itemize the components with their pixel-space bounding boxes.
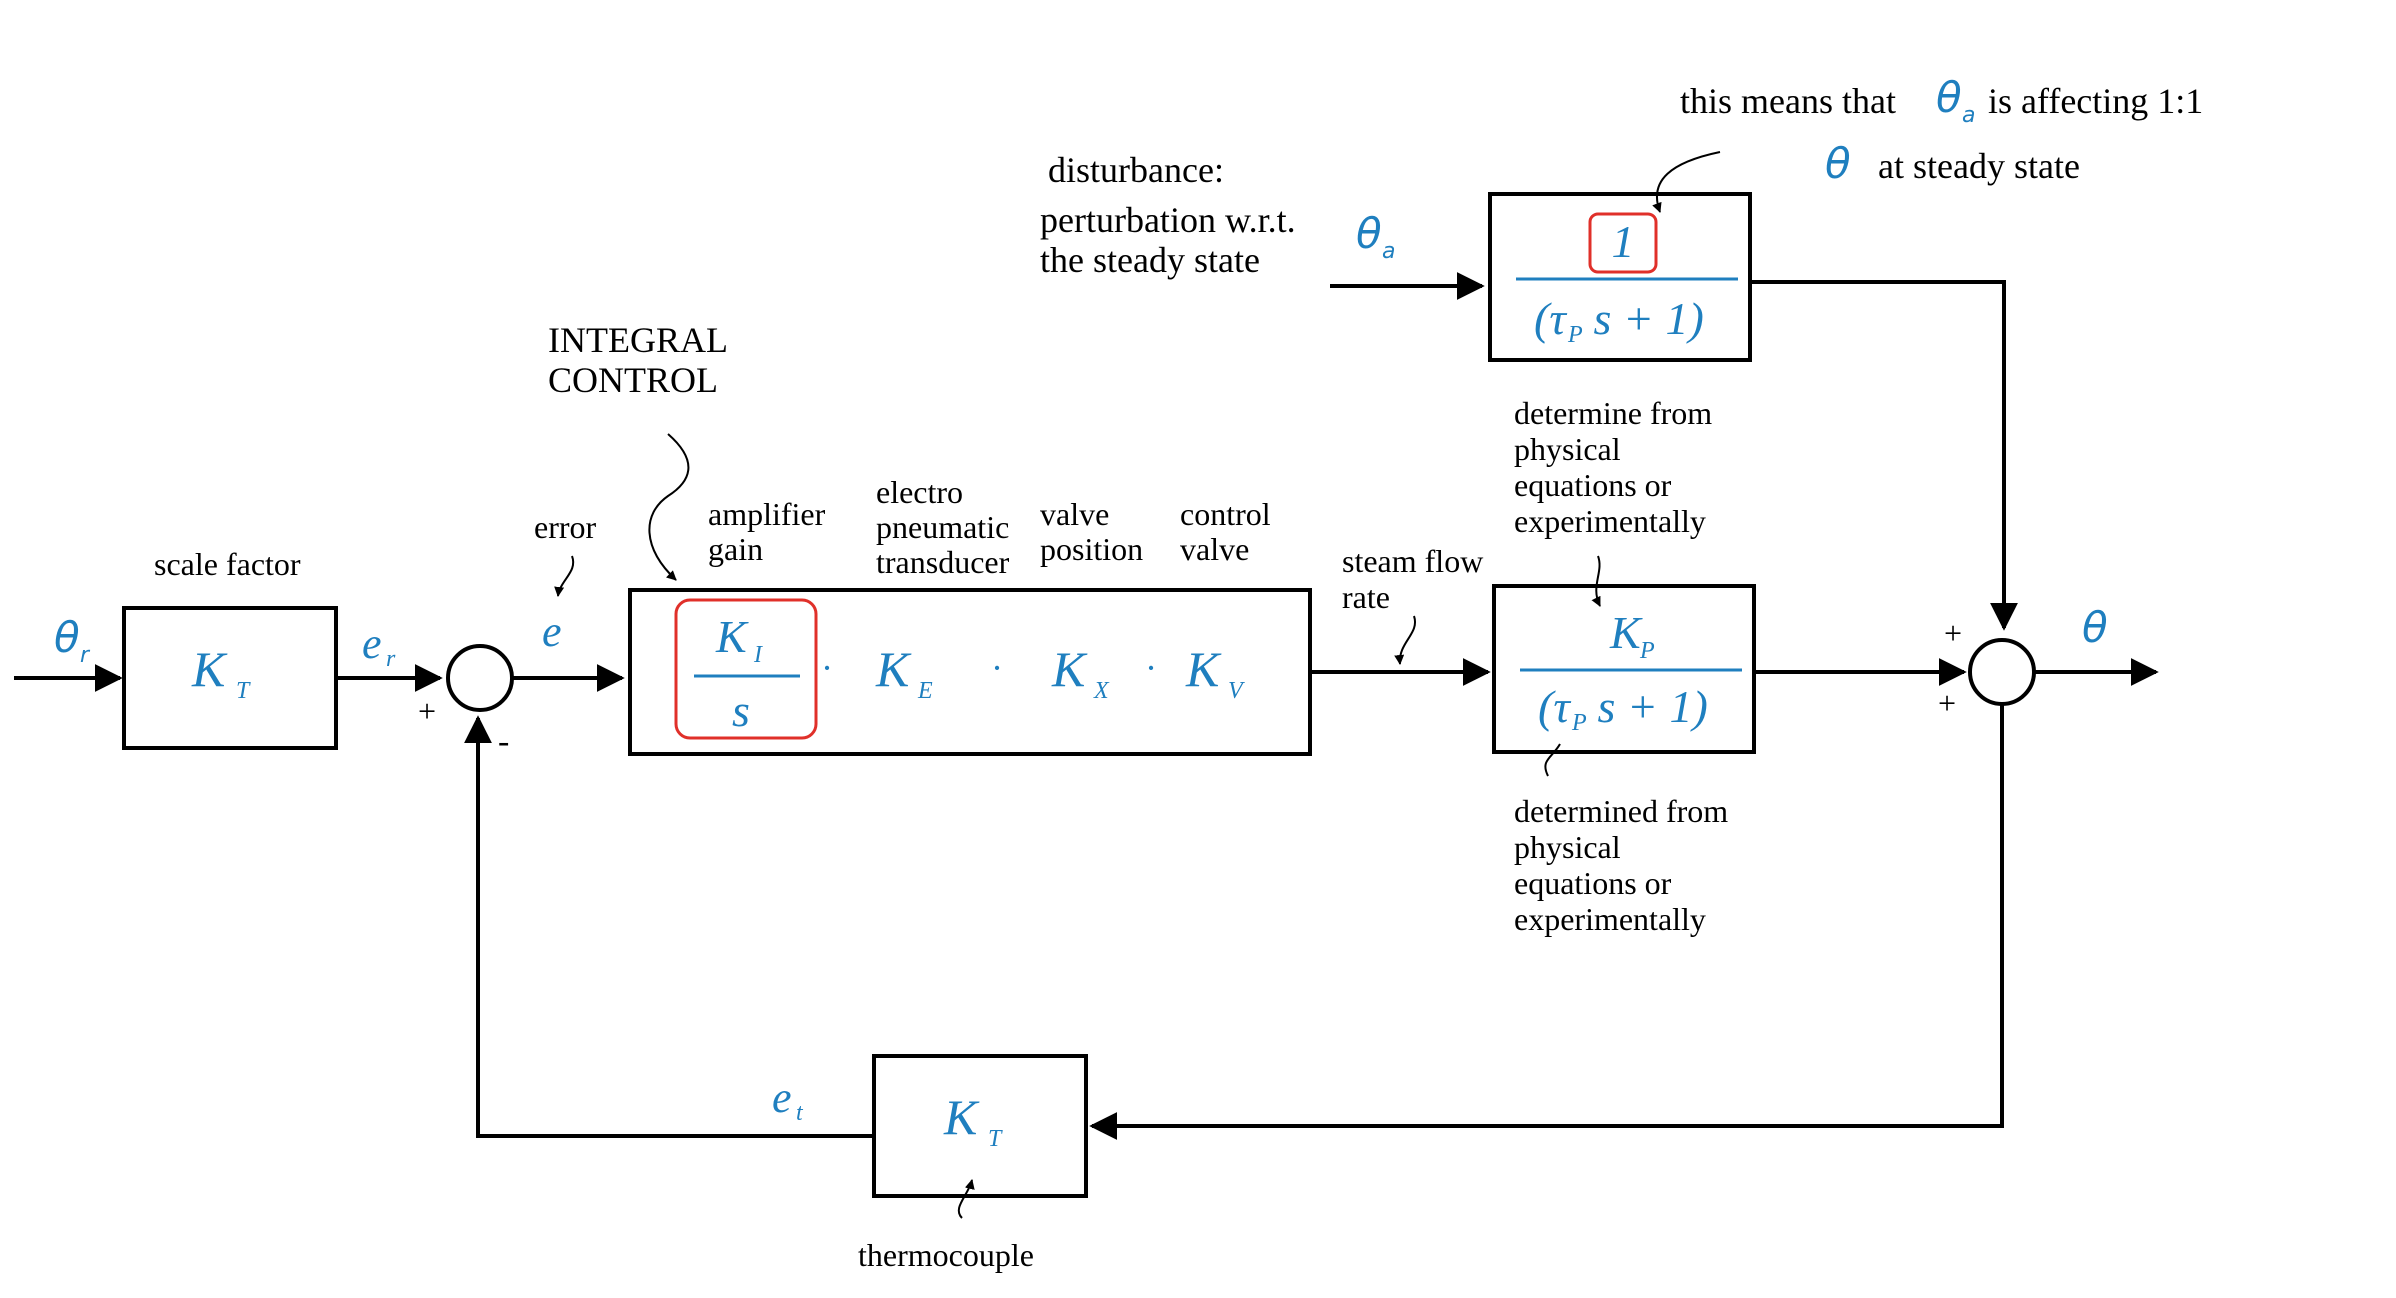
disturbance-block: 1 (τ P s + 1) [1488,192,1752,362]
summing-junction-output [1968,638,2036,706]
ki-numerator: K [715,611,749,662]
e-r-symbol: e [362,619,382,668]
sum2-bottom-sign: + [1938,685,1956,721]
theta-a-subscript: a [1382,239,1395,264]
determined-pointer [1544,743,1561,777]
disturbance-label: disturbance: [1048,150,1224,190]
note-line1-pre: this means that [1680,81,1896,121]
steady-state-note: this means that θ a is affecting 1:1 θ a… [1652,73,2203,213]
thermocouple-k: K [943,1089,980,1145]
feedback-path-right [1089,704,2004,1140]
control-valve-label-line1: control [1180,496,1271,532]
determine-pointer [1591,555,1601,607]
sum2-top-sign: + [1944,615,1962,651]
integral-pointer [648,433,690,581]
disturbance-den-rest: s + 1) [1582,293,1704,344]
note-line1-post: is affecting 1:1 [1988,81,2203,121]
dot-2: · [992,648,1001,688]
process-den-open: (τ [1538,681,1571,732]
kx-subscript: X [1093,678,1110,704]
process-den-rest: s + 1) [1586,681,1708,732]
error-pointer [554,555,575,597]
kx-symbol: K [1051,641,1088,697]
e-t-subscript: t [796,1100,804,1126]
perturbation-line2: the steady state [1040,240,1260,280]
valve-position-label-line2: position [1040,531,1143,567]
steam-flow-pointer [1394,615,1417,665]
process-den-sub: P [1571,710,1587,736]
determined-label-line4: experimentally [1514,901,1706,937]
error-label: error [534,509,597,545]
electro-label-line3: transducer [876,544,1010,580]
thermocouple-block: K T [872,1054,1088,1198]
ke-subscript: E [917,678,933,704]
scale-factor-label: scale factor [154,546,301,582]
scale-k: K [191,641,228,697]
ki-numerator-sub: I [753,642,763,668]
process-block: K P (τ P s + 1) [1492,584,1756,754]
integral-label-line2: CONTROL [548,360,718,400]
theta-output-symbol: θ [2082,603,2108,652]
disturbance-den-sub: P [1567,322,1583,348]
disturbance-output-arrow [1750,280,2018,631]
determine-label-line3: equations or [1514,467,1672,503]
note-theta-a: θ [1936,73,1962,122]
unity-gain-highlight [1588,212,1658,274]
control-valve-label-line2: valve [1180,531,1249,567]
note-line2-post: at steady state [1878,146,2080,186]
disturbance-numerator: 1 [1612,216,1635,267]
thermocouple-label: thermocouple [858,1237,1034,1273]
electro-label-line1: electro [876,474,963,510]
e-symbol: e [542,607,562,656]
dot-3: · [1146,648,1155,688]
electro-label-line2: pneumatic [876,509,1009,545]
amplifier-label-line2: gain [708,531,763,567]
summing-junction-error [446,644,514,712]
valve-position-label-line1: valve [1040,496,1109,532]
process-numerator: K [1609,607,1643,658]
process-numerator-sub: P [1639,638,1655,664]
ke-symbol: K [875,641,912,697]
note-theta: θ [1825,139,1851,188]
determine-label-line4: experimentally [1514,503,1706,539]
scale-factor-block: K T [122,606,338,750]
ki-denominator: s [732,685,750,736]
dot-1: · [822,648,831,688]
sum1-plus-sign: + [418,693,436,729]
thermocouple-k-sub: T [988,1126,1003,1152]
steam-flow-label-line2: rate [1342,579,1390,615]
thermocouple-pointer [957,1179,975,1219]
amplifier-label-line1: amplifier [708,496,826,532]
determined-label-line1: determined from [1514,793,1728,829]
kv-subscript: V [1228,678,1245,704]
perturbation-line1: perturbation w.r.t. [1040,200,1296,240]
controller-block: K I s · K E · K X · K V [628,588,1312,756]
disturbance-den-open: (τ [1534,293,1567,344]
e-r-subscript: r [386,646,396,672]
e-t-symbol: e [772,1073,792,1122]
determined-label-line2: physical [1514,829,1621,865]
determine-label-line2: physical [1514,431,1621,467]
determine-label-line1: determine from [1514,395,1712,431]
integral-label-line1: INTEGRAL [548,320,728,360]
steam-flow-label-line1: steam flow [1342,543,1483,579]
scale-k-sub: T [236,678,251,704]
feedback-path-left [464,715,874,1138]
note-pointer [1652,151,1721,213]
theta-a-symbol: θ [1356,209,1382,258]
theta-r-symbol: θ [54,613,80,662]
sum1-minus-sign: - [498,723,509,760]
theta-r-subscript: r [80,643,91,668]
integral-term-highlight [674,598,818,740]
kv-symbol: K [1185,641,1222,697]
note-theta-a-sub: a [1962,103,1975,128]
determined-label-line3: equations or [1514,865,1672,901]
